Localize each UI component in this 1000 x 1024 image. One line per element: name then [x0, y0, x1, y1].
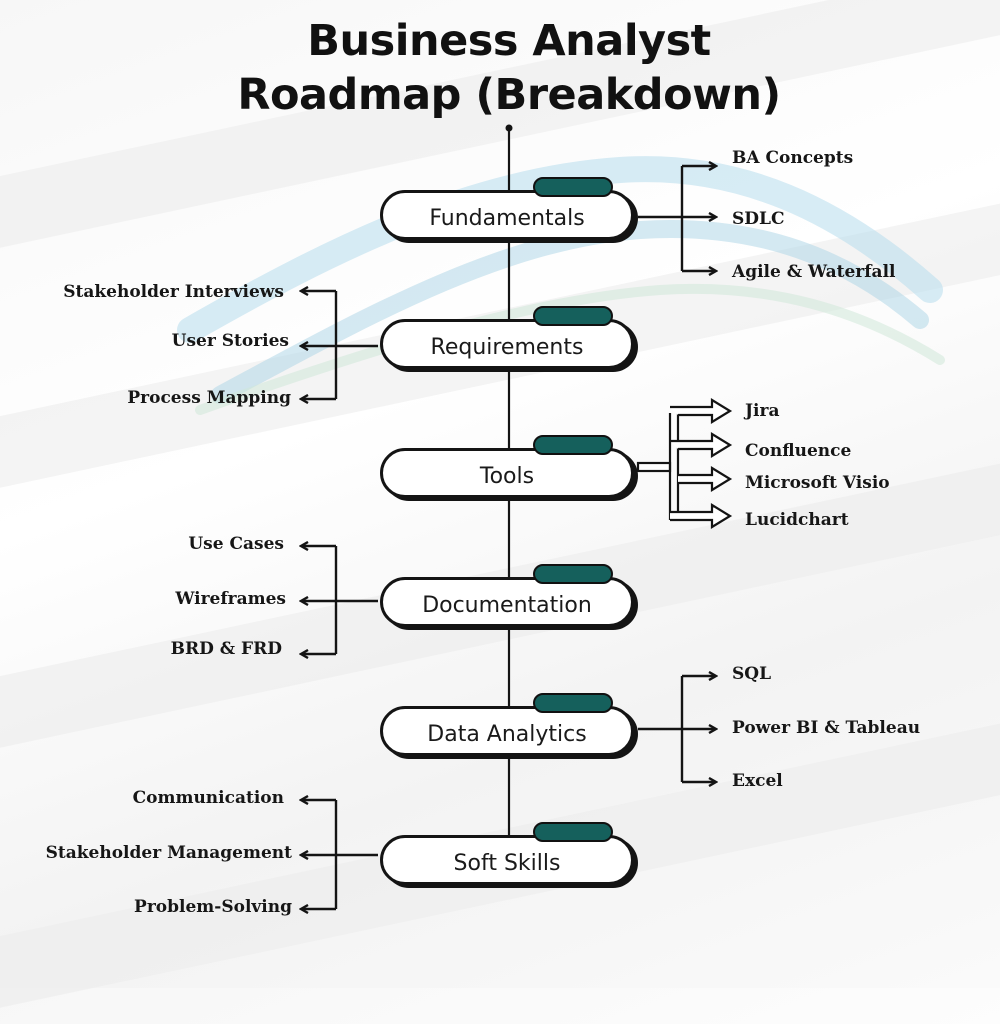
- branch-soft-skills: [301, 800, 378, 909]
- item-communication: Communication: [132, 788, 284, 808]
- stage-label: Tools: [479, 463, 535, 489]
- item-brd-frd: BRD & FRD: [170, 639, 282, 659]
- stage-data-analytics: Data Analytics: [380, 706, 634, 756]
- item-user-stories: User Stories: [171, 331, 289, 351]
- branch-data-analytics: [638, 676, 716, 782]
- item-wireframes: Wireframes: [175, 589, 286, 609]
- item-process-mapping: Process Mapping: [127, 388, 291, 408]
- item-excel: Excel: [732, 771, 783, 791]
- page-title: Business Analyst Roadmap (Breakdown): [0, 14, 1000, 122]
- title-line-2: Roadmap (Breakdown): [237, 70, 781, 120]
- item-sql: SQL: [732, 664, 772, 684]
- stage-fundamentals: Fundamentals: [380, 190, 634, 240]
- stage-tab: [533, 564, 613, 584]
- branch-tools: [636, 398, 733, 529]
- stage-label: Soft Skills: [453, 850, 561, 876]
- stage-label: Fundamentals: [429, 205, 585, 231]
- item-use-cases: Use Cases: [188, 534, 284, 554]
- stage-tab: [533, 822, 613, 842]
- stage-label: Documentation: [422, 592, 592, 618]
- stage-label: Requirements: [430, 334, 584, 360]
- stage-tab: [533, 435, 613, 455]
- item-jira: Jira: [745, 401, 780, 421]
- item-stakeholder-interviews: Stakeholder Interviews: [63, 282, 284, 302]
- title-line-1: Business Analyst: [307, 16, 711, 66]
- item-stakeholder-management: Stakeholder Management: [45, 843, 292, 863]
- item-sdlc: SDLC: [732, 209, 785, 229]
- branch-fundamentals: [638, 166, 716, 271]
- item-ba-concepts: BA Concepts: [732, 148, 854, 168]
- item-agile-waterfall: Agile & Waterfall: [732, 262, 896, 282]
- stage-soft-skills: Soft Skills: [380, 835, 634, 885]
- stage-tools: Tools: [380, 448, 634, 498]
- item-microsoft-visio: Microsoft Visio: [745, 473, 890, 493]
- stage-documentation: Documentation: [380, 577, 634, 627]
- item-power-bi-tableau: Power BI & Tableau: [732, 718, 921, 738]
- item-lucidchart: Lucidchart: [745, 510, 849, 530]
- stage-tab: [533, 306, 613, 326]
- stage-tab: [533, 693, 613, 713]
- stage-label: Data Analytics: [427, 721, 587, 747]
- item-problem-solving: Problem-Solving: [134, 897, 292, 917]
- item-confluence: Confluence: [745, 441, 852, 461]
- stage-requirements: Requirements: [380, 319, 634, 369]
- branch-documentation: [301, 546, 378, 654]
- stage-tab: [533, 177, 613, 197]
- branch-requirements: [301, 291, 378, 399]
